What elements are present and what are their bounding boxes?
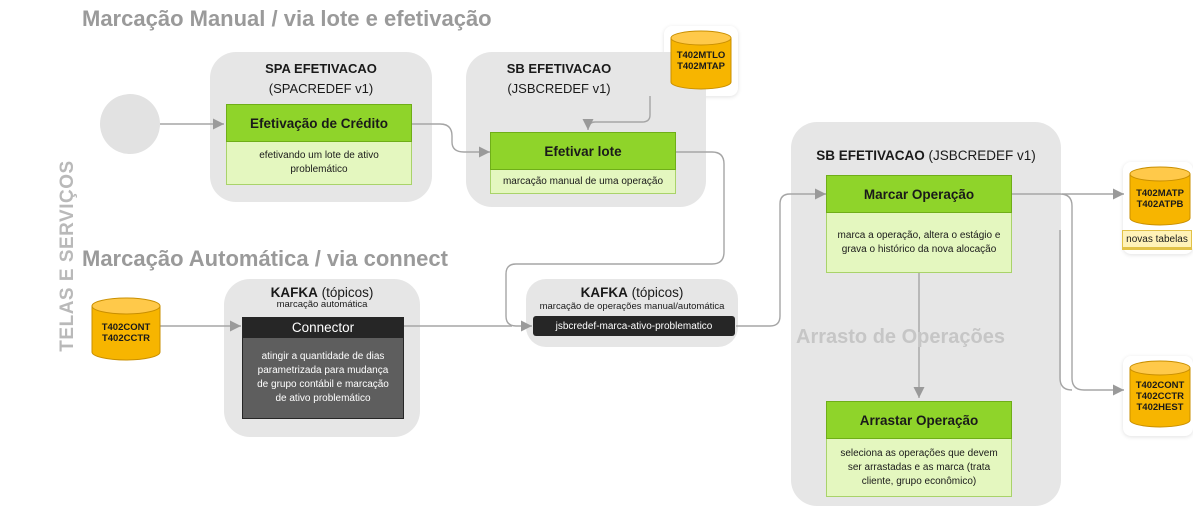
new-tables-note: novas tabelas	[1122, 230, 1192, 250]
db-table-name: T402ATPB	[1136, 199, 1184, 210]
start-node	[100, 94, 160, 154]
db-table-name: T402MTLO	[676, 50, 726, 61]
db-table-name: T402CCTR	[1135, 391, 1185, 402]
db-table-name: T402HEST	[1136, 402, 1184, 413]
connector-card-title[interactable]: Connector	[242, 317, 404, 337]
db-table-name: T402MTAP	[677, 61, 725, 72]
kafka-title-bold: KAFKA	[580, 285, 628, 300]
kafka-topic-pill[interactable]: jsbcredef-marca-ativo-problematico	[533, 316, 735, 336]
db-table-name: T402CONT	[101, 322, 151, 333]
spa-panel-title-text: SPA EFETIVACAO	[265, 61, 377, 76]
kafka-connector-subtitle: marcação automática	[276, 299, 368, 310]
marcar-operacao-card-body: marca a operação, altera o estágio e gra…	[826, 213, 1012, 273]
db-label-right-bottom: T402CONT T402CCTR T402HEST	[1130, 380, 1190, 413]
arrastar-operacao-card-body: seleciona as operações que devem ser arr…	[826, 439, 1012, 497]
kafka-topic-title: KAFKA (tópicos)	[526, 284, 738, 301]
db-label-left: T402CONT T402CCTR	[92, 322, 160, 344]
sb-panel-title-text: SB EFETIVACAO	[506, 61, 612, 76]
efetivacao-credito-card-body: efetivando um lote de ativo problemático	[226, 142, 412, 185]
connector-card-body: atingir a quantidade de dias parametriza…	[242, 337, 404, 419]
db-label-right-top: T402MATP T402ATPB	[1130, 188, 1190, 210]
db-table-name: T402CONT	[1135, 380, 1185, 391]
arrasto-watermark: Arrasto de Operações	[796, 326, 1005, 348]
sb-right-panel-title: SB EFETIVACAO (JSBCREDEF v1)	[791, 147, 1061, 164]
sb-right-title-rest: (JSBCREDEF v1)	[924, 148, 1036, 163]
kafka-title-rest: (tópicos)	[627, 285, 684, 300]
arrastar-operacao-card-title[interactable]: Arrastar Operação	[826, 401, 1012, 439]
kafka-topic-subtitle: marcação de operações manual/automática	[539, 301, 725, 312]
sb-panel-title: SB EFETIVACAO	[466, 60, 652, 77]
db-label-sb: T402MTLO T402MTAP	[671, 50, 731, 72]
section-title-manual: Marcação Manual / via lote e efetivação	[82, 6, 492, 31]
efetivar-lote-card-body: marcação manual de uma operação	[490, 170, 676, 194]
db-cylinder-right-top	[1129, 166, 1191, 226]
spa-panel-subtitle: (SPACREDEF v1)	[268, 81, 374, 96]
section-title-automatic: Marcação Automática / via connect	[82, 246, 448, 271]
db-cylinder-right-bottom	[1129, 360, 1191, 428]
spa-panel-title: SPA EFETIVACAO	[210, 60, 432, 77]
db-cylinder-sb	[670, 30, 732, 90]
efetivar-lote-card-title[interactable]: Efetivar lote	[490, 132, 676, 170]
sb-panel-subtitle: (JSBCREDEF v1)	[507, 81, 611, 96]
kafka-connector-title: KAFKA (tópicos)	[224, 284, 420, 301]
marcar-operacao-card-title[interactable]: Marcar Operação	[826, 175, 1012, 213]
kafka-title-rest: (tópicos)	[317, 285, 374, 300]
db-table-name: T402MATP	[1136, 188, 1184, 199]
kafka-title-bold: KAFKA	[270, 285, 318, 300]
efetivacao-credito-card-title[interactable]: Efetivação de Crédito	[226, 104, 412, 142]
sb-right-title-bold: SB EFETIVACAO	[816, 148, 925, 163]
db-table-name: T402CCTR	[101, 333, 151, 344]
db-cylinder-left	[91, 297, 161, 361]
